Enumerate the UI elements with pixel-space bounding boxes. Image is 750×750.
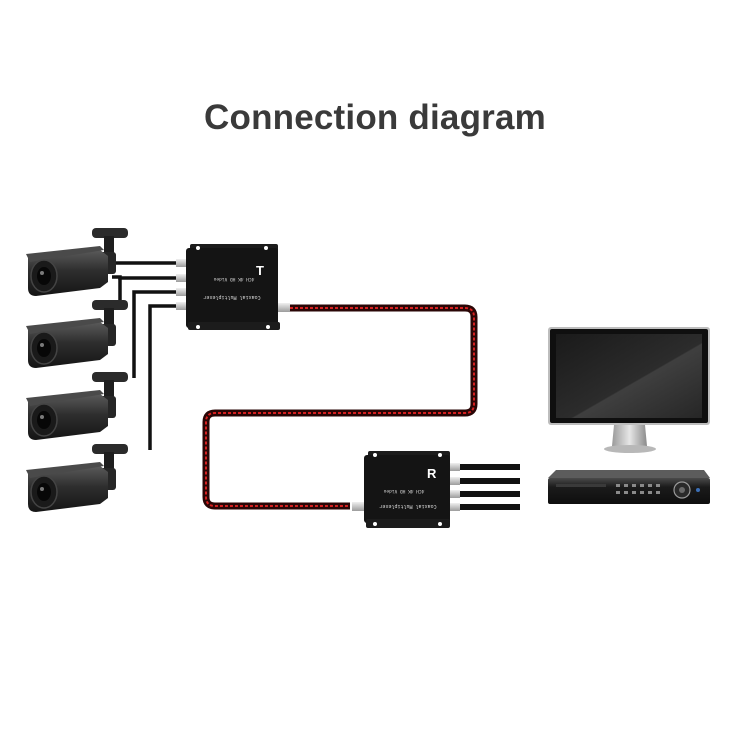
receiver-output-connectors — [450, 463, 460, 511]
transmitter-input-connectors — [176, 259, 186, 310]
camera-cable-3 — [132, 290, 180, 378]
bullet-camera-icon — [26, 372, 128, 440]
receiver-model-text: 4CH 4K HD Video — [383, 488, 424, 494]
camera-cable-4 — [148, 304, 180, 450]
bullet-camera-icon — [26, 444, 128, 512]
receiver-input-connector — [352, 502, 364, 511]
transmitter-output-connector — [278, 303, 290, 312]
dvr-recorder-icon — [548, 470, 710, 504]
bullet-camera-icon — [26, 300, 128, 368]
bullet-camera-icon — [26, 228, 128, 296]
receiver-output-cables — [460, 464, 520, 510]
monitor-icon — [548, 327, 710, 453]
transmitter-product-text: Coaxial Multiplexer — [203, 294, 260, 300]
diagram-title: Connection diagram — [204, 98, 546, 137]
transmitter-model-text: 4CH 4K HD Video — [213, 276, 254, 282]
coax-cable — [202, 304, 478, 510]
camera-group — [26, 228, 128, 512]
receiver-letter: R — [427, 466, 437, 481]
receiver-product-text: Coaxial Multiplexer — [379, 503, 436, 509]
camera-cables — [112, 261, 180, 450]
receiver-unit: R 4CH 4K HD Video Coaxial Multiplexer — [352, 451, 460, 528]
transmitter-letter: T — [256, 263, 264, 278]
camera-cable-2 — [112, 275, 180, 280]
transmitter-unit: T 4CH 4K HD Video Coaxial Multiplexer — [176, 244, 290, 330]
